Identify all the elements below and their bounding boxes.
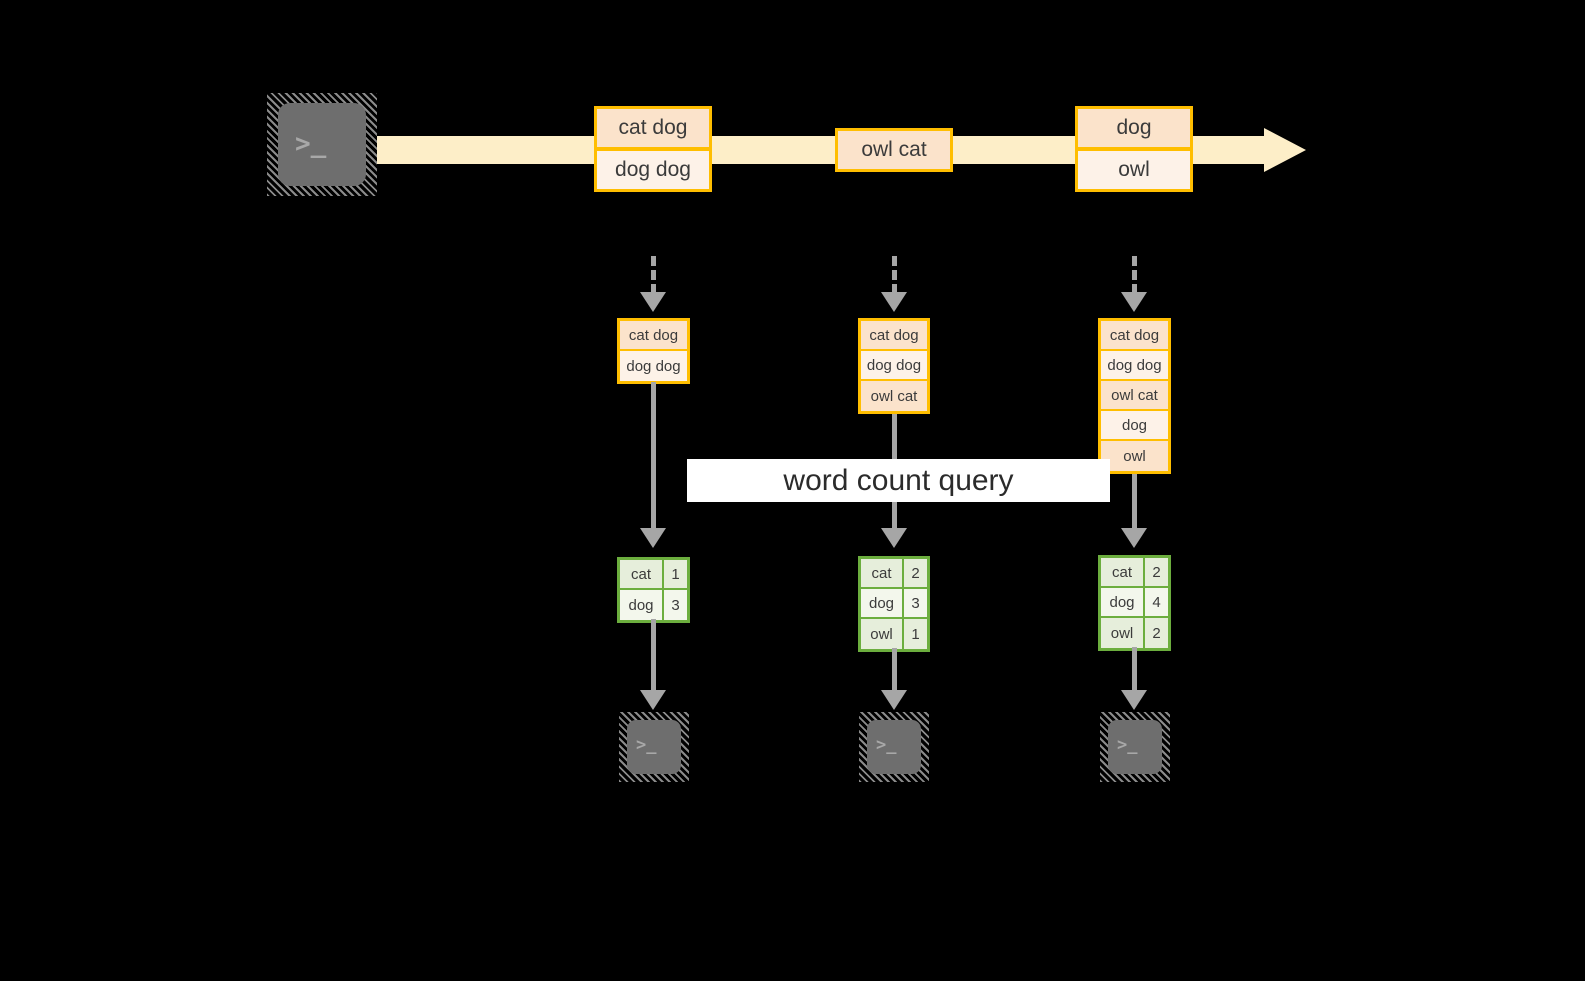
- event-line: owl: [1075, 148, 1193, 192]
- snapshot-3-dashed-connector: [1132, 256, 1137, 294]
- snapshot-2-query-arrowhead: [881, 528, 907, 548]
- terminal-prompt-glyph: >_: [295, 129, 327, 159]
- snapshot-2-sink-arrowhead: [881, 690, 907, 710]
- timeline-arrowhead: [1264, 128, 1306, 172]
- timeline-event-2[interactable]: owl cat: [835, 128, 953, 172]
- result-row: cat 2: [1101, 558, 1168, 588]
- result-row: cat 1: [620, 560, 687, 590]
- input-row: owl cat: [1101, 381, 1168, 411]
- input-row: owl: [1101, 441, 1168, 471]
- result-count: 2: [1145, 618, 1168, 648]
- input-row: dog dog: [861, 351, 927, 381]
- snapshot-1-result-table[interactable]: cat 1 dog 3: [617, 557, 690, 623]
- result-row: cat 2: [861, 559, 927, 589]
- terminal-prompt-glyph: >_: [1117, 735, 1138, 755]
- snapshot-2-result-table[interactable]: cat 2 dog 3 owl 1: [858, 556, 930, 652]
- snapshot-2-sink-line: [892, 648, 897, 693]
- snapshot-1-input-stack[interactable]: cat dog dog dog: [617, 318, 690, 384]
- snapshot-3-sink-line: [1132, 647, 1137, 693]
- input-row: dog dog: [1101, 351, 1168, 381]
- snapshot-1-dashed-arrowhead: [640, 292, 666, 312]
- terminal-body: [627, 720, 681, 774]
- event-line: cat dog: [594, 106, 712, 150]
- snapshot-1-sink-line: [651, 619, 656, 693]
- result-word: dog: [620, 590, 664, 620]
- result-count: 4: [1145, 588, 1168, 616]
- input-row: cat dog: [620, 321, 687, 351]
- terminal-body: [867, 720, 921, 774]
- result-count: 1: [664, 560, 687, 588]
- result-row: owl 2: [1101, 618, 1168, 648]
- result-row: dog 3: [620, 590, 687, 620]
- snapshot-1-sink-arrowhead: [640, 690, 666, 710]
- snapshot-3-input-stack[interactable]: cat dog dog dog owl cat dog owl: [1098, 318, 1171, 474]
- snapshot-3-sink-terminal-icon[interactable]: >_: [1100, 712, 1170, 782]
- input-row: dog dog: [620, 351, 687, 381]
- snapshot-1-sink-terminal-icon[interactable]: >_: [619, 712, 689, 782]
- terminal-body: [1108, 720, 1162, 774]
- timeline-event-1[interactable]: cat dog dog dog: [594, 106, 712, 192]
- result-count: 3: [664, 590, 687, 620]
- result-count: 2: [904, 559, 927, 587]
- snapshot-3-sink-arrowhead: [1121, 690, 1147, 710]
- snapshot-2-dashed-arrowhead: [881, 292, 907, 312]
- snapshot-1-dashed-connector: [651, 256, 656, 294]
- terminal-prompt-glyph: >_: [876, 735, 897, 755]
- result-word: owl: [861, 619, 904, 649]
- snapshot-3-dashed-arrowhead: [1121, 292, 1147, 312]
- result-count: 1: [904, 619, 927, 649]
- input-row: cat dog: [1101, 321, 1168, 351]
- snapshot-2-dashed-connector: [892, 256, 897, 294]
- result-row: owl 1: [861, 619, 927, 649]
- result-word: cat: [1101, 558, 1145, 586]
- input-row: dog: [1101, 411, 1168, 441]
- result-count: 3: [904, 589, 927, 617]
- result-count: 2: [1145, 558, 1168, 586]
- terminal-body: [278, 103, 366, 186]
- result-word: cat: [861, 559, 904, 587]
- snapshot-2-input-stack[interactable]: cat dog dog dog owl cat: [858, 318, 930, 414]
- snapshot-3-query-line: [1132, 474, 1137, 530]
- result-word: dog: [1101, 588, 1145, 616]
- snapshot-1-query-arrowhead: [640, 528, 666, 548]
- result-row: dog 4: [1101, 588, 1168, 618]
- input-row: owl cat: [861, 381, 927, 411]
- query-label-band: word count query: [687, 459, 1110, 502]
- result-word: dog: [861, 589, 904, 617]
- result-word: cat: [620, 560, 664, 588]
- snapshot-1-query-line: [651, 382, 656, 530]
- timeline-event-3[interactable]: dog owl: [1075, 106, 1193, 192]
- input-row: cat dog: [861, 321, 927, 351]
- event-line: dog: [1075, 106, 1193, 150]
- terminal-prompt-glyph: >_: [636, 735, 657, 755]
- source-terminal-icon[interactable]: >_: [267, 93, 377, 196]
- result-row: dog 3: [861, 589, 927, 619]
- result-word: owl: [1101, 618, 1145, 648]
- snapshot-3-query-arrowhead: [1121, 528, 1147, 548]
- snapshot-3-result-table[interactable]: cat 2 dog 4 owl 2: [1098, 555, 1171, 651]
- snapshot-2-sink-terminal-icon[interactable]: >_: [859, 712, 929, 782]
- event-line: owl cat: [835, 128, 953, 172]
- event-line: dog dog: [594, 148, 712, 192]
